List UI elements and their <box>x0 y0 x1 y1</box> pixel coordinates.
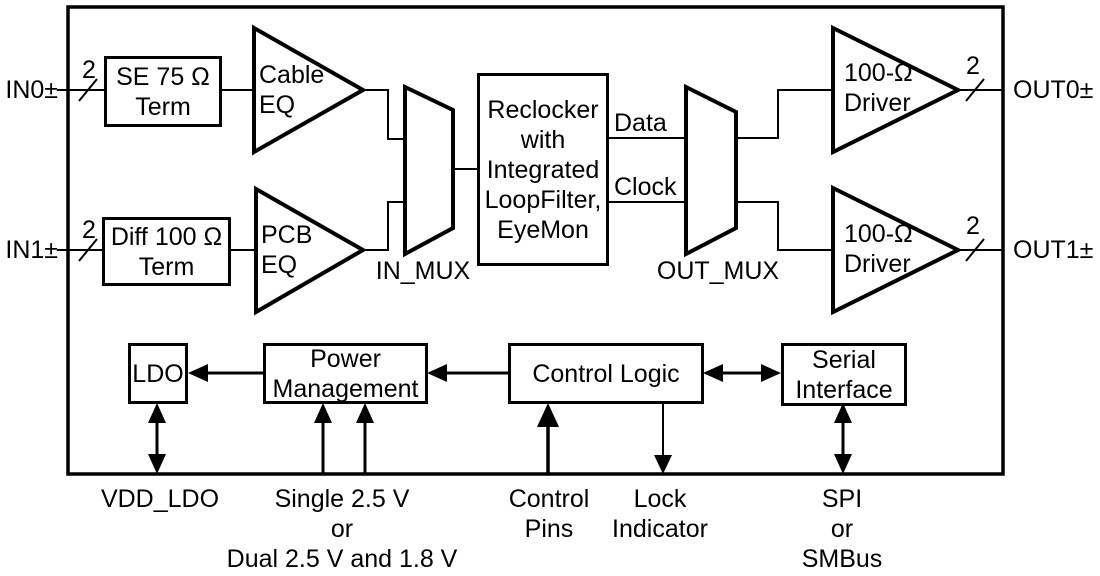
supply-label: Single 2.5 V or Dual 2.5 V and 1.8 V <box>226 485 458 573</box>
arrow-controllogic-serialinterface <box>703 364 781 382</box>
arrow-supply-to-pm-2 <box>356 403 374 474</box>
reclocker-label: Reclocker with Integrated LoopFilter, Ey… <box>484 95 602 244</box>
arrow-controllogic-to-pm <box>427 364 508 382</box>
arrow-ldo-vddldo <box>148 403 166 474</box>
chip-boundary-box <box>66 5 1005 476</box>
wire-cableeq-to-inmux <box>363 89 405 140</box>
driver1-triangle <box>831 184 963 316</box>
block-ldo: LDO <box>128 343 188 404</box>
block-diff-term: Diff 100 Ω Term <box>102 217 231 286</box>
pin-out0-label: OUT0± <box>1013 76 1094 104</box>
in-mux-label: IN_MUX <box>375 257 471 285</box>
driver0-label: 100-Ω Driver <box>844 59 913 117</box>
bus-width-in0: 2 <box>82 56 96 84</box>
out-mux-shape <box>684 83 738 258</box>
serial-bus-label: SPI or SMBus <box>801 485 883 573</box>
ldo-label: LDO <box>132 359 184 388</box>
bus-width-in1: 2 <box>82 216 96 244</box>
bus-slash-in0 <box>78 78 98 102</box>
data-signal-label: Data <box>614 109 667 137</box>
block-se-term: SE 75 Ω Term <box>104 56 222 127</box>
block-serial-interface: Serial Interface <box>781 343 907 406</box>
driver1-label: 100-Ω Driver <box>844 220 913 278</box>
pin-out1-label: OUT1± <box>1013 236 1094 264</box>
bus-slash-out0 <box>965 78 985 102</box>
vdd-ldo-label: VDD_LDO <box>100 485 220 513</box>
out-mux-label: OUT_MUX <box>656 257 780 285</box>
block-reclocker: Reclocker with Integrated LoopFilter, Ey… <box>477 73 609 266</box>
pcb-eq-label: PCB EQ <box>261 221 313 279</box>
se-term-label: SE 75 Ω Term <box>116 62 210 121</box>
arrow-serialinterface-bus <box>834 403 852 474</box>
wires <box>57 78 1003 262</box>
driver0-triangle <box>831 24 963 156</box>
pin-in1-label: IN1± <box>5 236 58 264</box>
serial-interface-label: Serial Interface <box>795 345 893 404</box>
muxes <box>403 83 738 258</box>
pin-in0-label: IN0± <box>5 76 58 104</box>
control-logic-label: Control Logic <box>532 359 680 388</box>
arrow-supply-to-pm-1 <box>314 403 332 474</box>
bus-slash-out1 <box>965 238 985 262</box>
wire-pcbeq-to-inmux <box>363 201 405 251</box>
block-power-management: Power Management <box>263 343 428 404</box>
in-mux-shape <box>403 83 455 258</box>
block-control-logic: Control Logic <box>508 343 704 404</box>
power-management-label: Power Management <box>272 344 419 403</box>
arrow-controlpins-to-controllogic <box>537 403 559 474</box>
cable-eq-triangle <box>252 24 368 156</box>
arrows <box>148 364 852 474</box>
triangles <box>252 24 963 316</box>
lock-indicator-label: Lock Indicator <box>612 485 708 543</box>
wire-outmux-to-driver1 <box>736 201 833 251</box>
bus-width-out0: 2 <box>966 52 980 80</box>
control-pins-label: Control Pins <box>508 485 590 543</box>
wire-outmux-to-driver0 <box>736 89 833 139</box>
clock-signal-label: Clock <box>614 173 677 201</box>
bus-width-out1: 2 <box>966 212 980 240</box>
cable-eq-label: Cable EQ <box>259 61 325 119</box>
arrow-pm-to-ldo <box>188 364 263 382</box>
diff-term-label: Diff 100 Ω Term <box>110 222 223 281</box>
arrow-controllogic-to-lockindicator <box>654 403 672 474</box>
pcb-eq-triangle <box>254 185 368 316</box>
bus-slash-in1 <box>78 238 98 262</box>
